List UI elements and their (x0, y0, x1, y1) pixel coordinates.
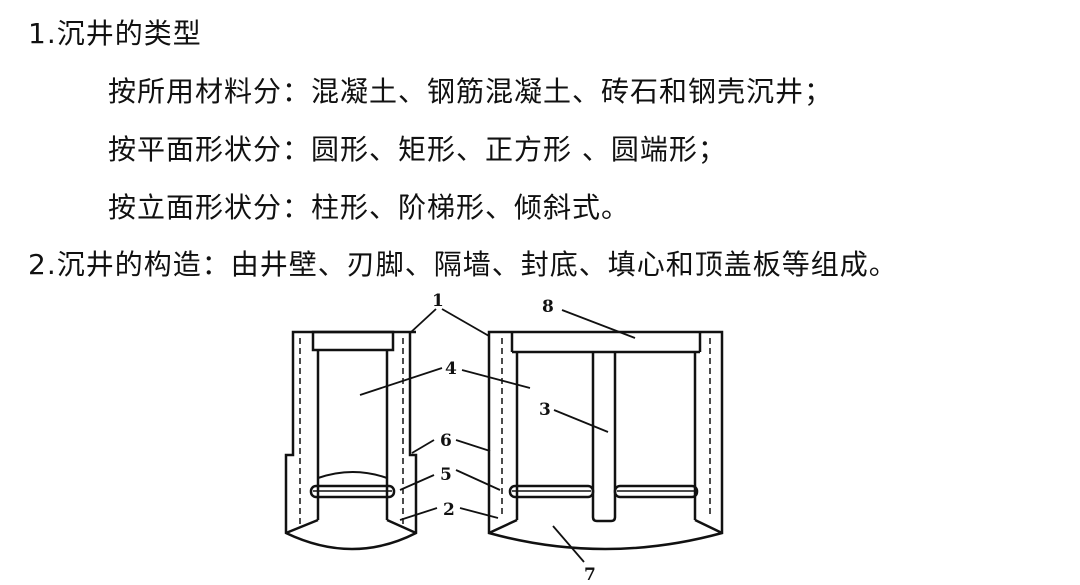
left-caisson-outline (284, 330, 418, 551)
label-1-wall: 1 (432, 291, 444, 311)
label-6: 6 (440, 431, 452, 451)
section-2-structure: 2.沉井的构造：由井壁、刃脚、隔墙、封底、填心和顶盖板等组成。 (28, 248, 898, 281)
label-4-fill: 4 (445, 359, 457, 379)
label-7-bottom-seal: 7 (584, 565, 596, 585)
type-by-elevation-shape: 按立面形状分：柱形、阶梯形、倾斜式。 (108, 191, 631, 224)
section-1-heading: 1.沉井的类型 (28, 17, 202, 50)
leader-lines (359, 308, 636, 563)
label-5-seal: 5 (440, 465, 452, 485)
type-by-plan-shape: 按平面形状分：圆形、矩形、正方形 、圆端形； (108, 133, 727, 166)
label-3-partition: 3 (539, 400, 551, 420)
partition-wall (591, 352, 617, 523)
label-8-top-slab: 8 (542, 297, 554, 317)
left-seal-band (309, 484, 396, 499)
type-by-material: 按所用材料分：混凝土、钢筋混凝土、砖石和钢壳沉井； (108, 75, 834, 108)
left-caisson (284, 330, 418, 551)
left-top-slab (311, 330, 395, 352)
label-2-cutting-edge: 2 (443, 500, 455, 520)
right-caisson-outline (487, 330, 724, 551)
right-caisson (487, 330, 724, 551)
